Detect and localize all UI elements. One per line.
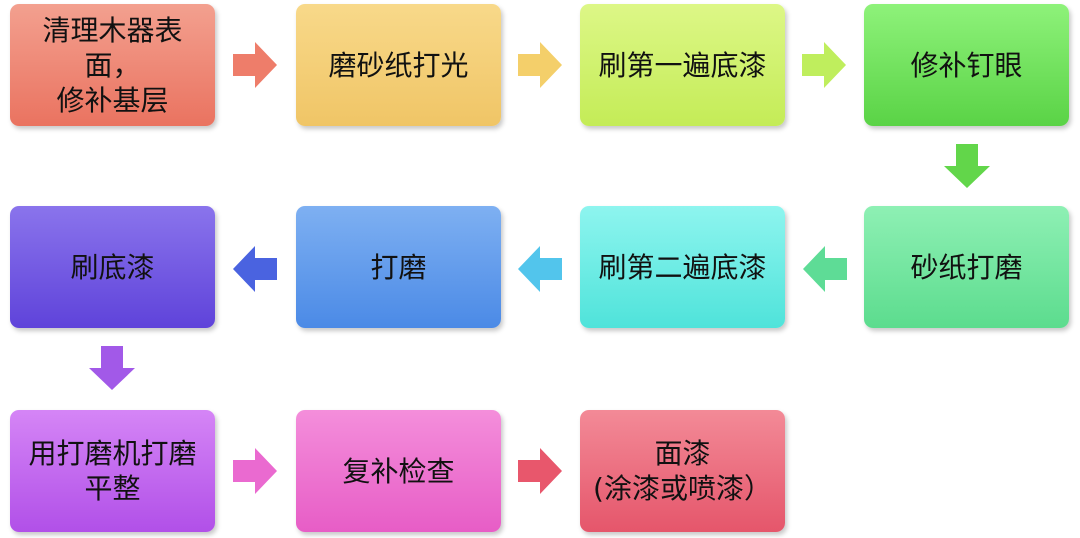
step-label: 砂纸打磨: [910, 250, 1023, 284]
arrow-left-icon: [518, 246, 562, 292]
arrow-down-icon: [944, 144, 990, 188]
step-label: 复补检查: [342, 454, 455, 488]
step-sandpaper-grind: 砂纸打磨: [864, 206, 1069, 328]
step-label: 刷底漆: [70, 250, 155, 284]
arrow-left-icon: [233, 246, 277, 292]
step-recheck: 复补检查: [296, 410, 501, 532]
arrow-right-icon: [518, 448, 562, 494]
arrow-right-icon: [518, 42, 562, 88]
step-first-primer: 刷第一遍底漆: [580, 4, 785, 126]
step-topcoat: 面漆 (涂漆或喷漆）: [580, 410, 785, 532]
step-clean-surface: 清理木器表面， 修补基层: [10, 4, 215, 126]
arrow-down-icon: [89, 346, 135, 390]
arrow-right-icon: [233, 448, 277, 494]
step-label: 面漆 (涂漆或喷漆）: [593, 437, 772, 505]
arrow-left-icon: [803, 246, 847, 292]
step-label: 刷第一遍底漆: [598, 48, 767, 82]
step-second-primer: 刷第二遍底漆: [580, 206, 785, 328]
step-label: 刷第二遍底漆: [598, 250, 767, 284]
step-primer: 刷底漆: [10, 206, 215, 328]
step-fill-nail-holes: 修补钉眼: [864, 4, 1069, 126]
step-label: 用打磨机打磨 平整: [28, 437, 197, 505]
step-label: 清理木器表面， 修补基层: [42, 13, 183, 117]
arrow-right-icon: [802, 42, 846, 88]
step-machine-grind: 用打磨机打磨 平整: [10, 410, 215, 532]
step-sand-polish: 磨砂纸打光: [296, 4, 501, 126]
step-grind: 打磨: [296, 206, 501, 328]
step-label: 修补钉眼: [910, 48, 1023, 82]
step-label: 打磨: [370, 250, 427, 284]
arrow-right-icon: [233, 42, 277, 88]
step-label: 磨砂纸打光: [328, 48, 469, 82]
